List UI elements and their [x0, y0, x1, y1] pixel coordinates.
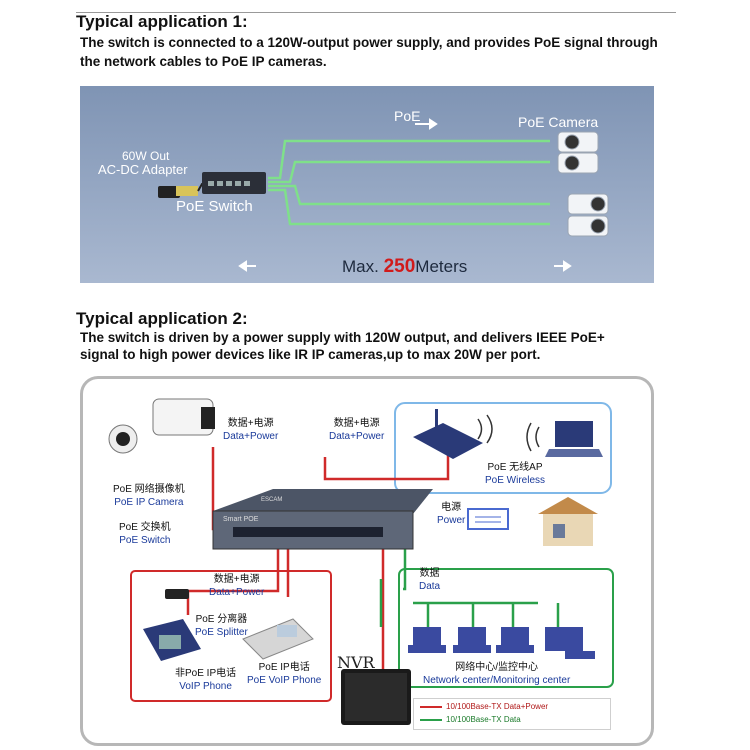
app2-diagram: Smart POE ESCAM — [80, 376, 654, 746]
phone-group-box — [130, 570, 332, 702]
nvr-device-icon — [341, 669, 411, 725]
cable-2 — [268, 160, 550, 184]
legend-green: 10/100Base-TX Data — [420, 715, 521, 724]
app1-desc-line2: the network cables to PoE IP cameras. — [80, 54, 327, 69]
app1-banner-graphic — [158, 118, 609, 272]
top-rule — [76, 12, 676, 13]
computer-icons — [408, 627, 595, 659]
splitter-tag: PoE 分离器 PoE Splitter — [195, 613, 248, 639]
ap-link-en: Data+Power — [329, 431, 385, 442]
app2-desc-line2: signal to high power devices like IR IP … — [80, 347, 541, 362]
center-en: Network center/Monitoring center — [423, 675, 571, 686]
switch-en: PoE Switch — [119, 535, 171, 546]
camera-tag: PoE 网络摄像机 PoE IP Camera — [113, 483, 185, 509]
ap-en: PoE Wireless — [485, 475, 546, 486]
poe-phone-en: PoE VoIP Phone — [247, 675, 322, 686]
switch-label: PoE Switch — [176, 198, 253, 215]
poe-phone-zh: PoE IP电话 — [258, 662, 310, 673]
app1-desc-line1: The switch is connected to a 120W-output… — [80, 35, 658, 50]
app2-desc-line1: The switch is driven by a power supply w… — [80, 330, 605, 345]
wireless-ap-icon — [413, 409, 493, 459]
splitter-link-tag: 数据+电源 Data+Power — [209, 573, 264, 599]
switch-model-text: Smart POE — [223, 516, 259, 523]
ap-link-tag: 数据+电源 Data+Power — [329, 417, 384, 443]
legend-red-text: 10/100Base-TX Data+Power — [446, 702, 549, 711]
app1-banner-illustration: 60W Out AC-DC Adapter PoE Switch PoE PoE… — [80, 86, 654, 283]
poe-switch-icon — [212, 489, 433, 550]
splitter-icon — [165, 589, 189, 599]
phone-tag: 非PoE IP电话 VoIP Phone — [175, 667, 236, 693]
camera-en: PoE IP Camera — [114, 497, 184, 508]
splitter-en: PoE Splitter — [195, 627, 248, 638]
nvr-label: NVR — [337, 653, 375, 672]
ip-camera-icon — [108, 398, 215, 454]
center-tag: 网络中心/监控中心 Network center/Monitoring cent… — [423, 661, 570, 687]
legend-green-text: 10/100Base-TX Data — [446, 715, 521, 724]
max-suffix: Meters — [415, 257, 468, 276]
ap-link-zh: 数据+电源 — [333, 418, 380, 429]
phone-cable — [186, 544, 280, 615]
splitter-zh: PoE 分离器 — [195, 614, 248, 625]
laptop-icon — [526, 421, 603, 457]
switch-zh: PoE 交换机 — [119, 522, 171, 533]
app1-title: Typical application 1: — [76, 12, 248, 31]
adapter-label-line1: 60W Out — [122, 149, 170, 163]
power-supply-icon — [467, 508, 509, 530]
max-prefix: Max. — [342, 257, 379, 276]
power-en: Power — [437, 515, 466, 526]
ap-cable — [323, 443, 450, 481]
ap-tag: PoE 无线AP PoE Wireless — [485, 461, 545, 487]
cable-3 — [268, 184, 550, 206]
line-legend: 10/100Base-TX Data+Power 10/100Base-TX D… — [413, 698, 611, 730]
camera-link-zh: 数据+电源 — [227, 418, 274, 429]
poe-phone-tag: PoE IP电话 PoE VoIP Phone — [247, 661, 321, 687]
splitter-link-zh: 数据+电源 — [213, 574, 260, 585]
house-icon — [538, 497, 598, 546]
camera-label: PoE Camera — [518, 114, 599, 130]
phone-en: VoIP Phone — [179, 681, 232, 692]
ap-group-box — [394, 402, 612, 494]
cable-4 — [268, 188, 550, 226]
data-link-en: Data — [419, 581, 441, 592]
camera-link-tag: 数据+电源 Data+Power — [223, 417, 278, 443]
ap-zh: PoE 无线AP — [487, 462, 543, 473]
switch-brand-text: ESCAM — [261, 497, 282, 503]
power-zh: 电源 — [441, 502, 462, 513]
app2-title: Typical application 2: — [76, 309, 248, 328]
center-zh: 网络中心/监控中心 — [455, 662, 539, 673]
power-tag: 电源 Power — [437, 501, 465, 527]
data-link-tag: 数据 Data — [419, 567, 440, 593]
data-link-zh: 数据 — [419, 568, 440, 579]
network-center-box — [398, 568, 614, 688]
data-cable — [403, 544, 407, 591]
poe-label: PoE — [394, 108, 421, 124]
legend-red: 10/100Base-TX Data+Power — [420, 702, 548, 711]
switch-tag: PoE 交换机 PoE Switch — [119, 521, 171, 547]
camera-link-en: Data+Power — [223, 431, 279, 442]
app2-diagram-graphic: Smart POE ESCAM — [108, 398, 614, 725]
max-distance: Max. 250Meters — [342, 256, 467, 278]
cable-1 — [268, 139, 550, 180]
camera-icons — [557, 131, 609, 237]
voip-phone-icon — [143, 619, 201, 661]
max-value: 250 — [383, 256, 416, 277]
splitter-link-en: Data+Power — [209, 587, 265, 598]
camera-zh: PoE 网络摄像机 — [113, 484, 185, 495]
adapter-label-line2: AC-DC Adapter — [98, 162, 188, 177]
phone-zh: 非PoE IP电话 — [175, 668, 237, 679]
switch-icon — [202, 172, 266, 194]
poe-voip-phone-icon — [242, 618, 314, 660]
